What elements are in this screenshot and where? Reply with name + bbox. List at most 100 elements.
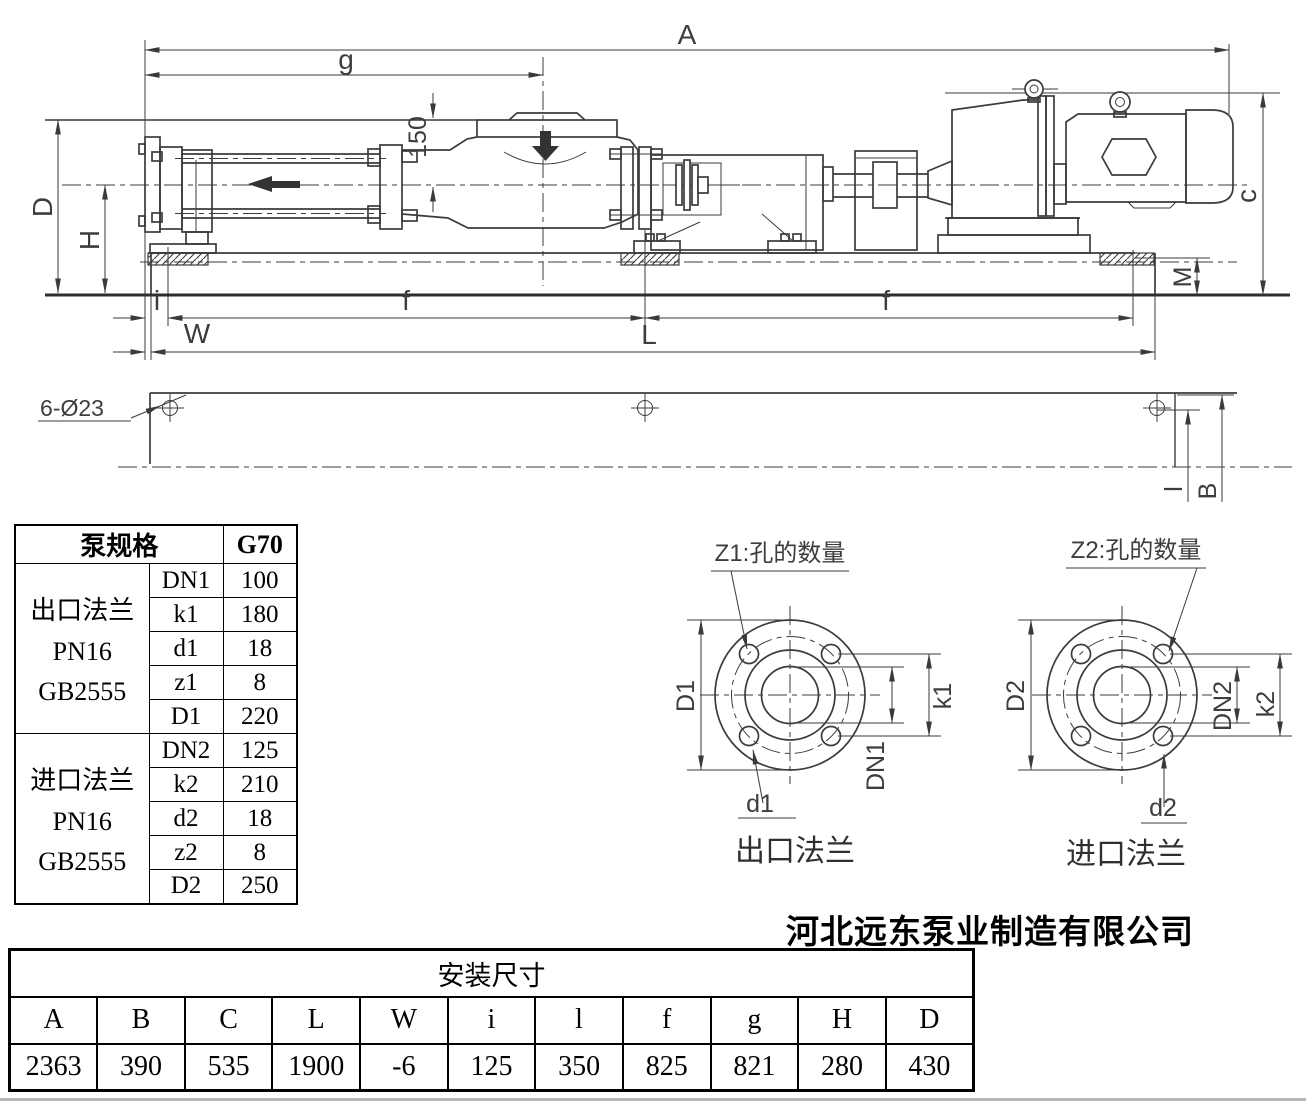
pump-model: G70 [222,524,298,564]
dim-value: 390 [96,1042,186,1092]
anchor-hole-mid [631,394,659,422]
param-value: 250 [222,869,298,904]
coupling-guard [854,150,918,251]
suction-body [401,112,639,229]
reducer-eyebolt-icon [1024,79,1044,99]
dim-value: 430 [884,1042,975,1092]
dim-value: 2363 [8,1042,99,1092]
dim-value: 535 [183,1042,274,1092]
motor-eyebolt-icon [1109,91,1131,113]
dim-label-A: A [678,19,697,50]
stator-tie-rod-section [175,144,418,230]
install-dims-table: 安装尺寸 A B C L W i l f g H D 2363 390 535 … [8,948,975,1092]
dim-label-c: c [1231,189,1262,203]
col-header: B [96,995,186,1045]
baseplate-plan-view: 6-Ø23 l B [38,392,1292,502]
bearing-frame [633,154,824,254]
dim-value: 350 [534,1042,624,1092]
motor-hexagon-icon [1101,138,1157,176]
dim-label-f-left: f [402,285,410,316]
bolt-hole [1152,643,1174,665]
dim-label-l: l [1160,486,1188,492]
install-table-header-row: A B C L W i l f g H D [8,995,975,1045]
baseplate-side [45,252,1290,297]
bolt-hole [1070,643,1092,665]
param-name: d2 [148,801,224,836]
bolt-hole [820,725,842,747]
col-header: D [884,995,975,1045]
holes-note-label: 6-Ø23 [40,395,104,421]
param-value: 180 [222,597,298,632]
param-value: 210 [222,767,298,802]
col-header: C [183,995,274,1045]
dimension-lines [55,47,1266,355]
dim-label-B: B [1194,483,1222,500]
dim-value: 1900 [271,1042,361,1092]
anchor-hatch-mid [620,252,680,266]
bolt-hole [738,725,760,747]
dim-label-L: L [641,319,657,350]
param-name: d1 [148,631,224,666]
dim-label-DN2: DN2 [1209,681,1237,731]
param-name: z2 [148,835,224,870]
col-header: W [359,995,449,1045]
param-value: 100 [222,563,298,598]
dim-label-W: W [184,318,211,349]
col-header: g [709,995,800,1045]
col-header: i [446,995,537,1045]
col-header: f [621,995,712,1045]
bolt-hole [1070,725,1092,747]
outlet-flange-caption: 出口法兰 [735,835,855,868]
col-header: H [797,995,887,1045]
inlet-flange-group-label: 进口法兰 PN16 GB2555 [14,733,150,904]
col-header: A [8,995,99,1045]
param-name: DN1 [148,563,224,598]
param-name: D1 [148,699,224,734]
param-name: k1 [148,597,224,632]
param-name: k2 [148,767,224,802]
install-table-value-row: 2363 390 535 1900 -6 125 350 825 821 280… [8,1042,975,1092]
dim-label-f-right: f [882,285,890,316]
flow-direction-arrow [248,176,300,192]
spec-table-title: 泵规格 [14,524,224,564]
dim-value: 821 [709,1042,800,1092]
dim-label-k2: k2 [1252,691,1280,717]
coupling-assembly [822,150,953,251]
dim-label-i: i [154,285,160,316]
param-name: D2 [148,869,224,904]
dim-label-150: 150 [404,116,432,158]
discharge-bracket [138,136,217,254]
dim-label-d2: d2 [1149,794,1177,822]
outlet-flange-group-label: 出口法兰 PN16 GB2555 [14,563,150,734]
inlet-flange-diagram: Z2:孔的数量 D2 DN2 k2 d2 进口法兰 [1002,537,1292,871]
param-name: z1 [148,665,224,700]
param-value: 125 [222,733,298,768]
param-value: 220 [222,699,298,734]
dim-label-g: g [338,44,354,75]
dim-label-H: H [74,230,105,250]
dim-label-D2: D2 [1002,680,1030,712]
dim-value: 125 [446,1042,537,1092]
anchor-hole-left [156,394,184,422]
gear-reducer [937,79,1091,254]
bolt-hole [738,643,760,665]
anchor-hatch-left [147,252,209,266]
inlet-flange-caption: 进口法兰 [1066,838,1186,871]
z1-note-label: Z1:孔的数量 [715,540,846,567]
dim-label-d1: d1 [746,790,774,818]
outlet-flange-diagram: Z1:孔的数量 D1 k1 DN1 d1 出口法兰 [672,540,957,868]
col-header: l [534,995,624,1045]
dim-label-D: D [27,197,58,217]
inlet-flow-arrow [532,131,559,161]
dim-label-k1: k1 [929,683,957,709]
anchor-hatch-right [1099,252,1155,266]
z2-note-label: Z2:孔的数量 [1071,537,1202,564]
col-header: L [271,995,361,1045]
bolt-hole [820,643,842,665]
dim-value: -6 [359,1042,449,1092]
param-name: DN2 [148,733,224,768]
dim-label-M: M [1169,267,1197,288]
param-value: 18 [222,801,298,836]
